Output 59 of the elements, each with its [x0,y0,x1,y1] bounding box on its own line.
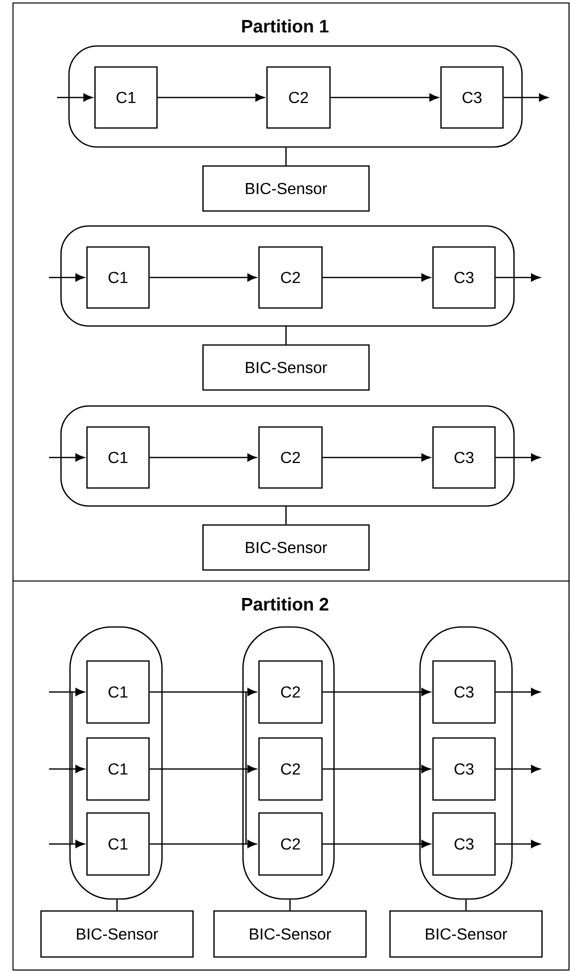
rounded-band [242,626,335,900]
connector-line [285,148,287,166]
component-box: C1 [86,246,150,309]
component-box: C2 [258,246,323,309]
arrow [49,688,85,696]
component-box: C3 [432,246,496,309]
arrow [322,765,431,773]
component-box: C3 [432,812,496,876]
component-box: C1 [86,812,150,876]
component-box: C1 [86,737,150,801]
connector-line [116,900,118,910]
arrow [49,840,85,848]
component-box: C2 [266,66,331,129]
arrow [496,840,540,848]
arrow [57,94,93,102]
sensor-box: BIC-Sensor [40,910,194,958]
arrow [150,688,257,696]
connector-line [285,326,287,344]
arrow [158,94,265,102]
component-box: C1 [86,660,150,724]
sensor-box: BIC-Sensor [389,910,543,958]
sensor-box: BIC-Sensor [202,165,370,212]
arrow [496,454,540,462]
connector-line [289,900,291,910]
rounded-band [60,405,515,507]
component-box: C2 [258,426,323,489]
component-box: C3 [432,660,496,724]
rounded-band [68,45,523,148]
sensor-box: BIC-Sensor [202,524,370,571]
component-box: C2 [258,737,323,801]
arrow [150,765,257,773]
arrow [322,688,431,696]
arrow [322,840,431,848]
sensor-box: BIC-Sensor [213,910,367,958]
arrow [49,274,85,282]
connector-line [285,506,287,524]
rounded-band [69,626,163,900]
arrow [322,454,431,462]
arrow [496,688,540,696]
component-box: C3 [440,66,504,129]
component-box: C1 [94,66,158,129]
component-box: C2 [258,660,323,724]
connector-line [465,900,467,910]
arrow [322,274,431,282]
component-box: C3 [432,737,496,801]
component-box: C3 [432,426,496,489]
arrow [150,454,257,462]
arrow [150,840,257,848]
arrow [49,454,85,462]
arrow [504,94,548,102]
arrow [496,765,540,773]
component-box: C1 [86,426,150,489]
arrow [330,94,439,102]
arrow [496,274,540,282]
component-box: C2 [258,812,323,876]
rounded-band [60,225,515,327]
arrow [49,765,85,773]
arrow [150,274,257,282]
sensor-box: BIC-Sensor [202,344,370,391]
